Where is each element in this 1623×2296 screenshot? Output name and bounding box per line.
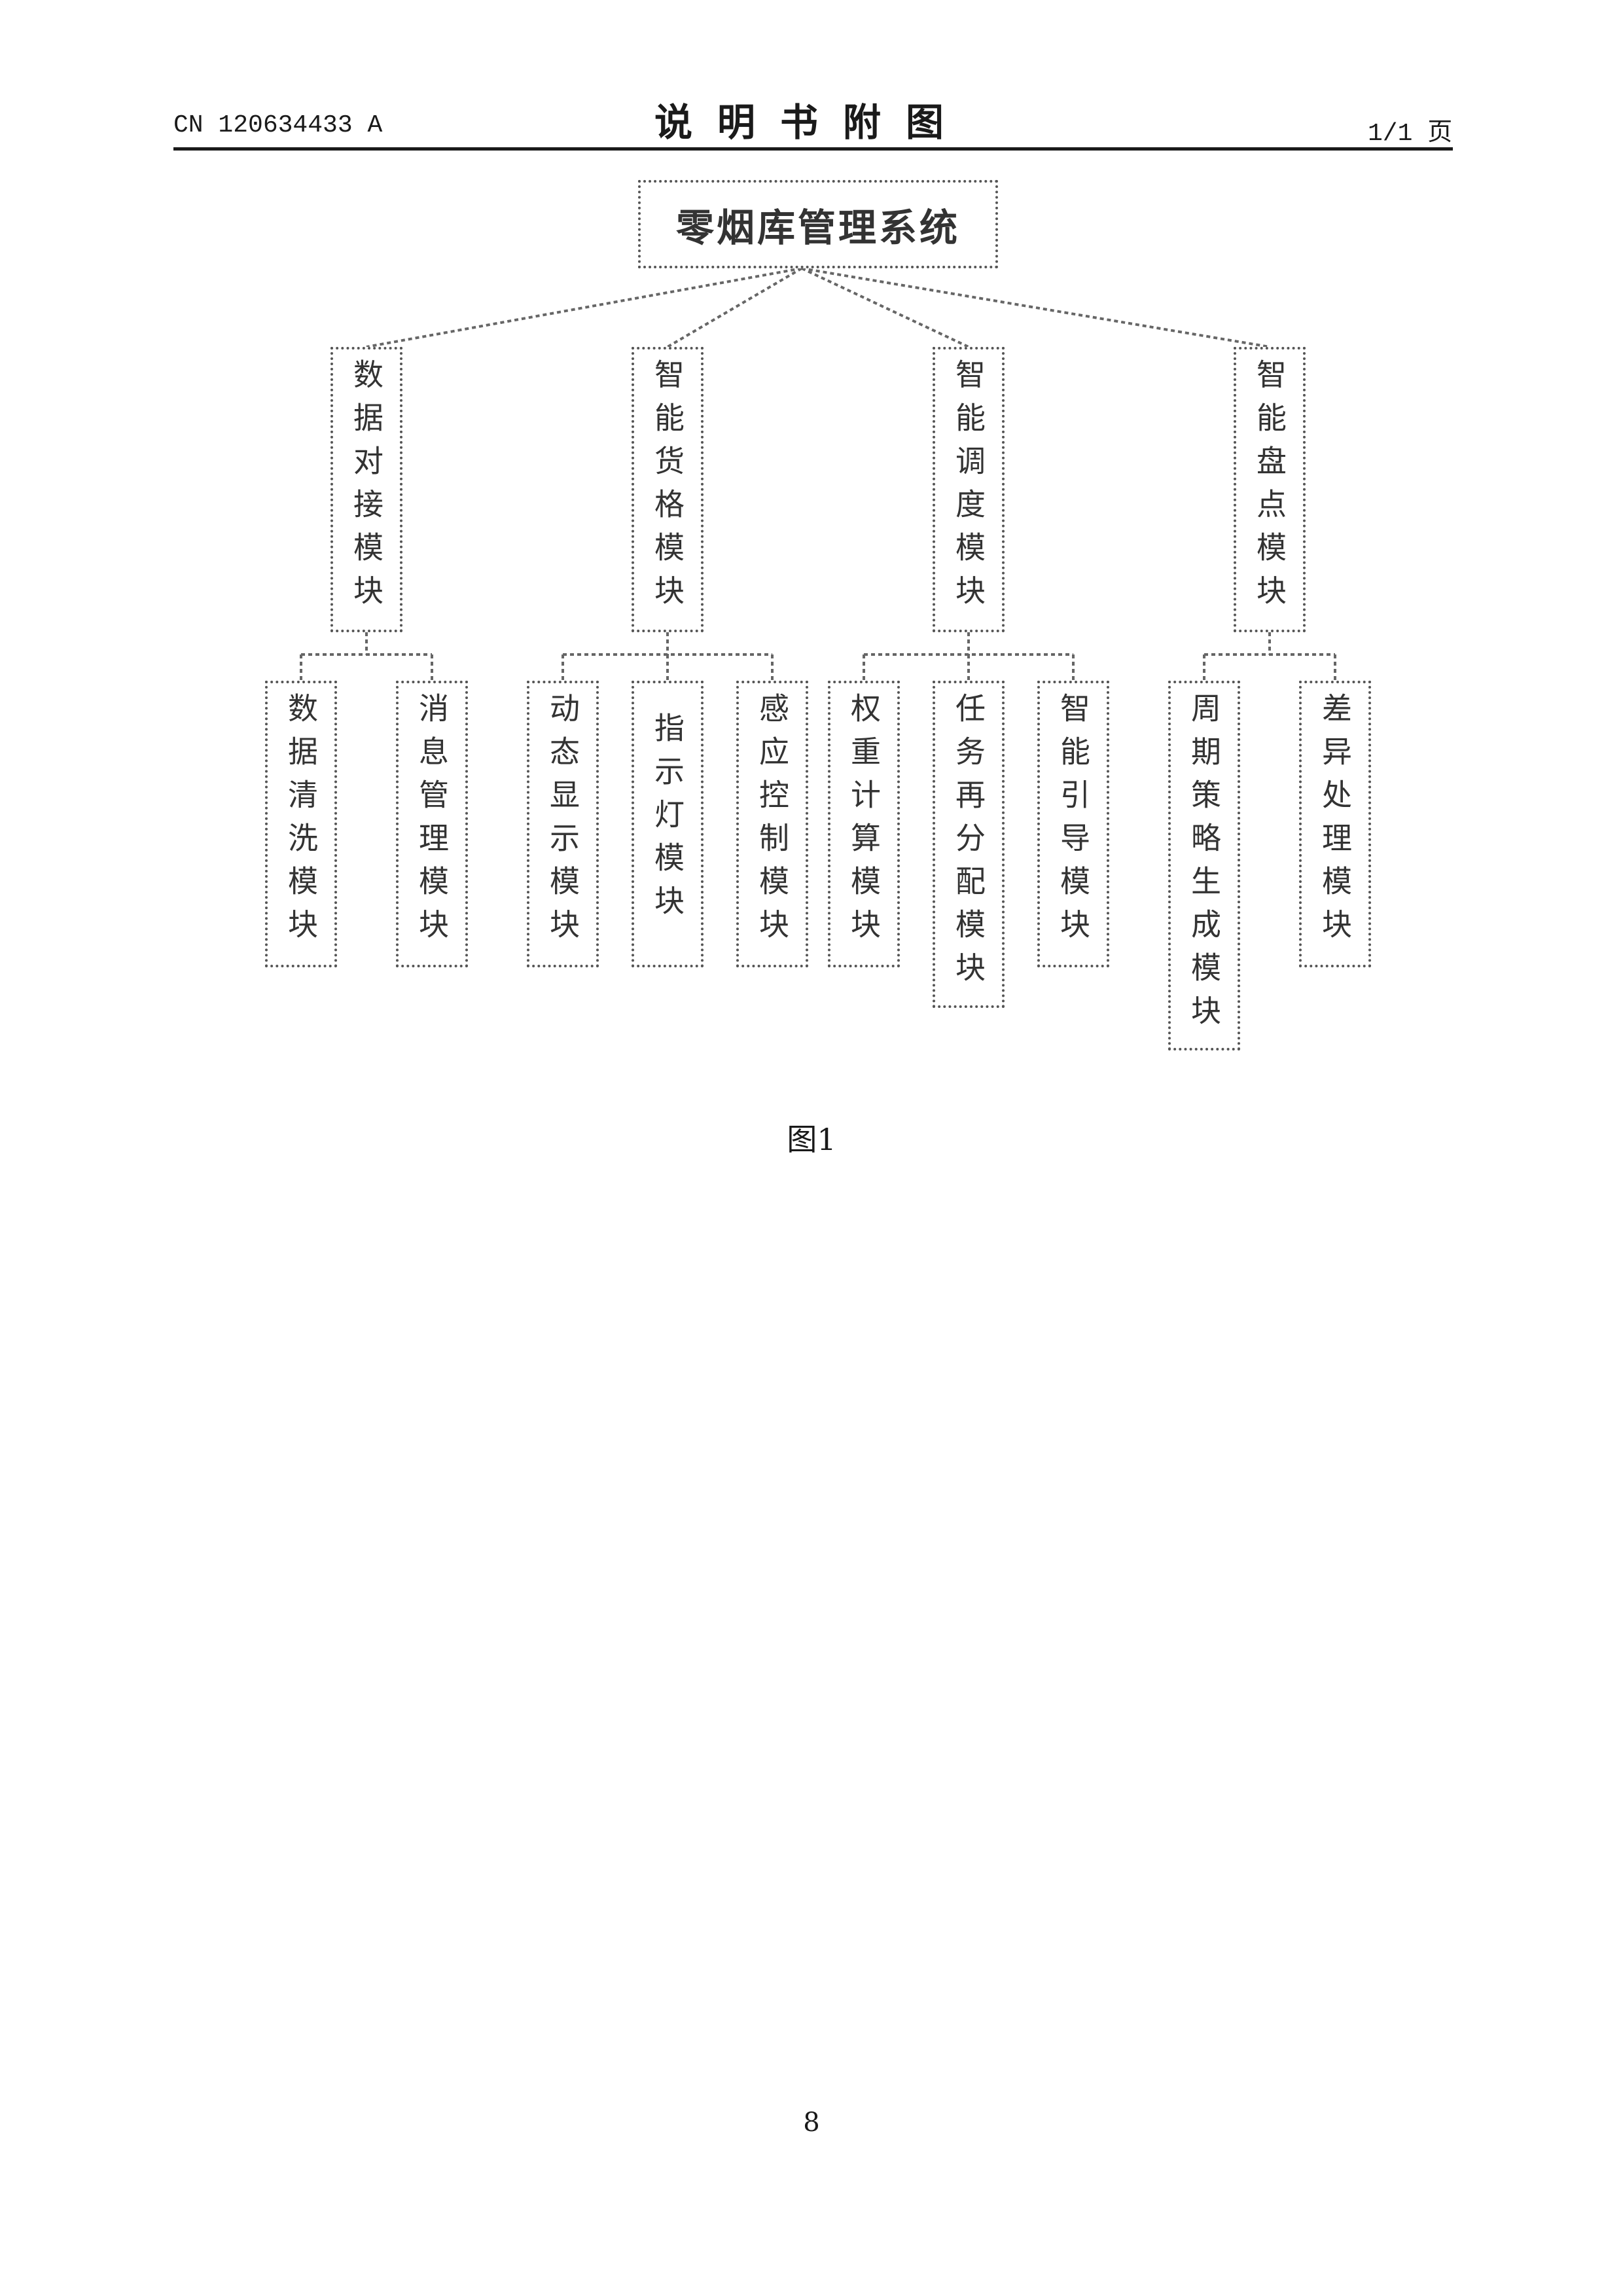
root-node: 零烟库管理系统 [638,180,998,268]
submodule-smart-guidance: 智能引导模块 [1037,681,1109,967]
submodule-message-management: 消息管理模块 [396,681,468,967]
submodule-weight-calculation: 权重计算模块 [828,681,900,967]
submodule-label: 动态显示模块 [541,683,584,952]
figure-caption: 图1 [772,1116,851,1159]
page-number: 8 [772,2108,851,2138]
submodule-label: 感应控制模块 [751,683,794,952]
submodule-label: 消息管理模块 [410,683,454,952]
submodule-dynamic-display: 动态显示模块 [527,681,599,967]
module-smart-dispatch: 智能调度模块 [933,347,1005,632]
module-label: 智能调度模块 [947,350,990,618]
submodule-indicator-light: 指示灯模块 [632,681,704,967]
submodule-label: 权重计算模块 [842,683,885,952]
submodule-label: 差异处理模块 [1313,683,1357,952]
submodule-data-cleaning: 数据清洗模块 [265,681,337,967]
module-smart-cell: 智能货格模块 [632,347,704,632]
submodule-task-redistribution: 任务再分配模块 [933,681,1005,1008]
submodule-label: 周期策略生成模块 [1183,683,1226,1038]
module-label: 数据对接模块 [345,350,388,618]
submodule-cycle-strategy: 周期策略生成模块 [1168,681,1240,1050]
module-label: 智能货格模块 [646,350,689,618]
submodule-label: 智能引导模块 [1052,683,1095,952]
submodule-label: 数据清洗模块 [279,683,323,952]
submodule-label: 任务再分配模块 [947,683,990,995]
root-label: 零烟库管理系统 [676,197,960,252]
module-label: 智能盘点模块 [1248,350,1291,618]
module-smart-inventory: 智能盘点模块 [1234,347,1306,632]
submodule-difference-handling: 差异处理模块 [1299,681,1371,967]
module-data-docking: 数据对接模块 [330,347,402,632]
submodule-label: 指示灯模块 [646,683,689,928]
submodule-sensing-control: 感应控制模块 [736,681,808,967]
